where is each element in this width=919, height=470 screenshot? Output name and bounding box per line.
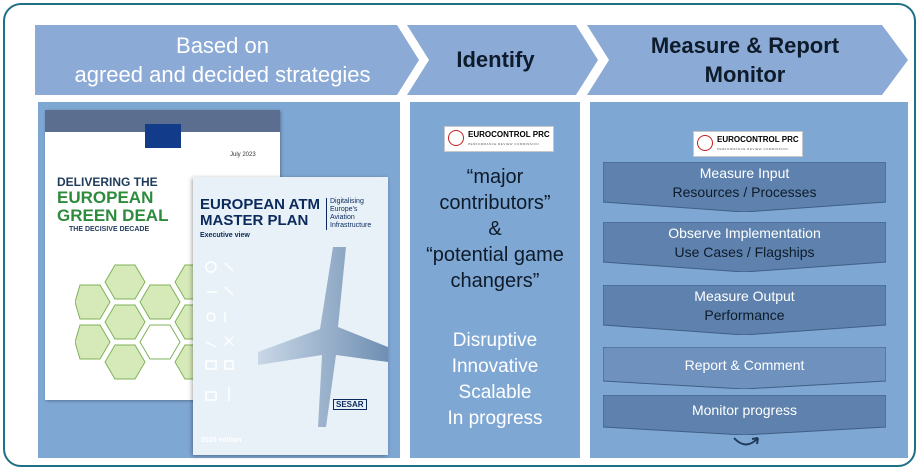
step-label: Measure Output bbox=[694, 288, 795, 304]
cover-date: July 2023 bbox=[230, 152, 256, 158]
cover-title-line1: DELIVERING THE bbox=[57, 175, 158, 189]
quote-and: & bbox=[488, 218, 502, 240]
side-line1: Digitalising bbox=[330, 198, 364, 205]
quote-potential-line2: changers” bbox=[450, 270, 540, 292]
header-identify: Identify bbox=[456, 47, 535, 72]
panel-identify bbox=[410, 102, 580, 458]
header-measure-line2: Monitor bbox=[704, 62, 786, 87]
step-observe-implementation: Observe Implementation Use Cases / Flags… bbox=[603, 222, 886, 272]
step-label: Measure Input bbox=[699, 165, 790, 181]
master-plan-view: Executive view bbox=[200, 232, 250, 239]
step-label: Monitor progress bbox=[691, 402, 798, 418]
step-measure-input: Measure Input Resources / Processes bbox=[603, 162, 886, 212]
quote-major-line2: contributors” bbox=[439, 192, 551, 214]
master-plan-title: EUROPEAN ATM MASTER PLAN bbox=[200, 197, 320, 229]
loop-arrow-icon bbox=[733, 437, 759, 446]
header-measure: Measure & Report Monitor bbox=[590, 31, 900, 89]
header-strategies-line2: agreed and decided strategies bbox=[74, 62, 371, 87]
logo-name: EUROCONTROL PRC bbox=[468, 130, 550, 139]
cover-top-band bbox=[45, 110, 280, 132]
master-plan-title-line1: EUROPEAN ATM bbox=[200, 196, 320, 213]
eurocontrol-emblem-icon bbox=[697, 135, 713, 151]
master-plan-edition: 2020 edition bbox=[201, 437, 242, 444]
eurocontrol-logo-measure: EUROCONTROL PRC PERFORMANCE REVIEW COMMI… bbox=[693, 131, 803, 157]
arrow-strategies bbox=[35, 25, 419, 95]
eurocontrol-emblem-icon bbox=[448, 130, 464, 146]
header-strategies: Based on agreed and decided strategies bbox=[45, 31, 400, 89]
master-plan-title-line2: MASTER PLAN bbox=[200, 212, 309, 229]
side-line3: Aviation bbox=[330, 214, 355, 221]
side-line4: Infrastructure bbox=[330, 222, 372, 229]
arrow-identify bbox=[407, 25, 598, 95]
cover-title-line3: GREEN DEAL bbox=[57, 206, 169, 225]
step-monitor-progress: Monitor progress bbox=[603, 395, 886, 435]
logo-tagline: PERFORMANCE REVIEW COMMISSION bbox=[468, 142, 540, 146]
master-plan-side-title: Digitalising Europe's Aviation Infrastru… bbox=[326, 198, 371, 230]
step-report-comment: Report & Comment bbox=[603, 347, 886, 389]
aviation-icons-column bbox=[205, 261, 234, 401]
eurocontrol-logo-identify: EUROCONTROL PRC PERFORMANCE REVIEW COMMI… bbox=[444, 126, 554, 152]
step-measure-output: Measure Output Performance bbox=[603, 285, 886, 335]
step-sub: Resources / Processes bbox=[672, 184, 817, 200]
header-strategies-line1: Based on bbox=[176, 33, 269, 58]
step-sub: Use Cases / Flagships bbox=[674, 244, 815, 260]
logo-tagline: PERFORMANCE REVIEW COMMISSION bbox=[717, 147, 789, 151]
airplane-image bbox=[258, 247, 388, 427]
quote-potential-line1: “potential game bbox=[426, 244, 564, 266]
keyword-scalable: Scalable bbox=[458, 382, 532, 403]
keyword-disruptive: Disruptive bbox=[452, 330, 538, 351]
keyword-innovative: Innovative bbox=[451, 356, 539, 377]
header-arrows bbox=[35, 25, 908, 95]
step-label: Observe Implementation bbox=[668, 225, 821, 241]
logo-name: EUROCONTROL PRC bbox=[717, 135, 799, 144]
cover-title-line2: EUROPEAN bbox=[57, 188, 154, 207]
cover-subtitle: THE DECISIVE DECADE bbox=[69, 226, 150, 233]
master-plan-cover: EUROPEAN ATM MASTER PLAN Digitalising Eu… bbox=[193, 177, 388, 455]
diagram-frame: Based on agreed and decided strategies I… bbox=[3, 3, 916, 467]
header-measure-line1: Measure & Report bbox=[650, 33, 840, 58]
sesar-logo: SESAR bbox=[333, 399, 367, 410]
quote-major-line1: “major bbox=[466, 166, 524, 188]
step-sub: Performance bbox=[704, 307, 785, 323]
eu-flag-icon bbox=[145, 124, 181, 148]
side-line2: Europe's bbox=[330, 206, 358, 213]
keyword-in-progress: In progress bbox=[447, 408, 543, 429]
arrow-measure bbox=[587, 25, 908, 95]
step-label: Report & Comment bbox=[684, 357, 805, 373]
